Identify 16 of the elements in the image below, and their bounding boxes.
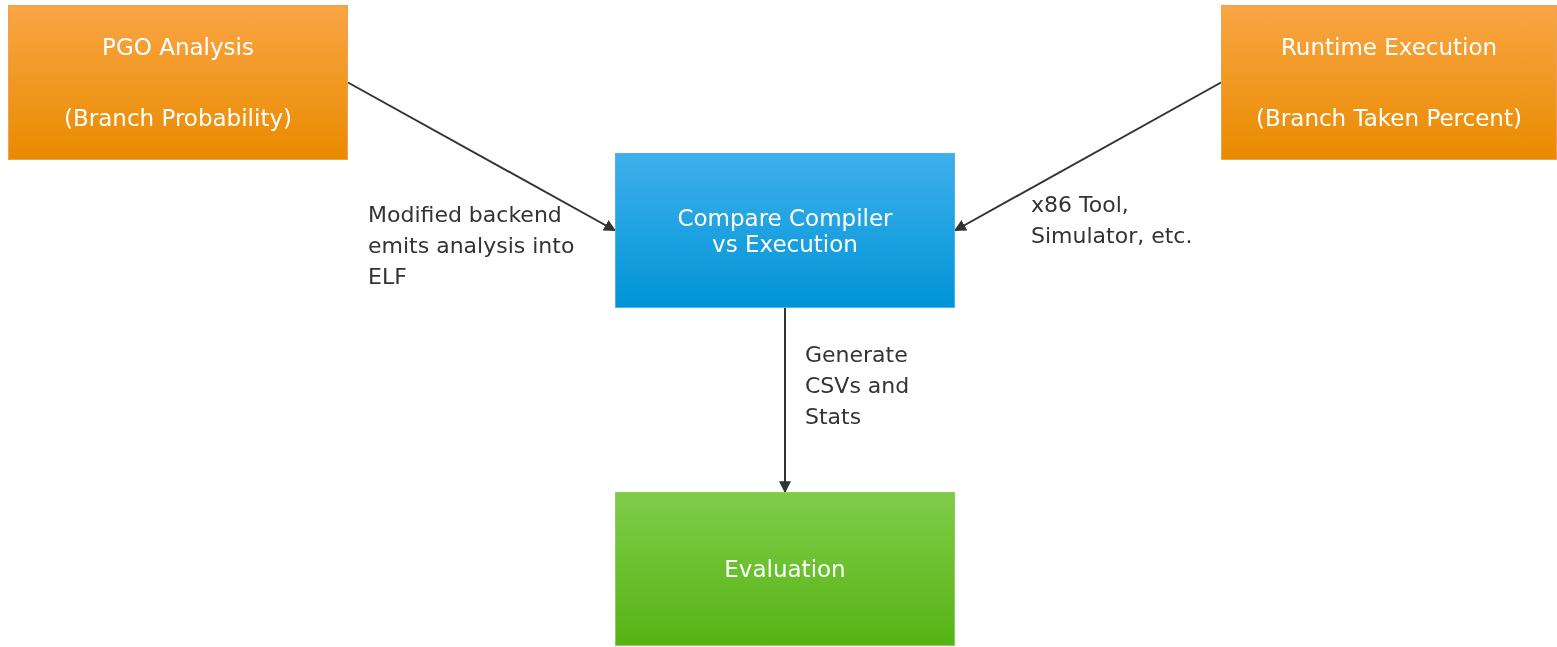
process-box [1221, 5, 1557, 160]
process-box [8, 5, 348, 160]
edge-label: x86 Tool, Simulator, etc. [1031, 191, 1194, 250]
box-text: Evaluation [724, 556, 846, 582]
box-text: Runtime Execution [1280, 34, 1498, 61]
arrow [779, 307, 791, 494]
process-box [615, 492, 955, 646]
box-text: (Branch Taken Percent) [1256, 104, 1522, 131]
edge-label: Generate CSVs and Stats [805, 341, 911, 431]
edge-label: Modified backend emits analysis into ELF [368, 201, 576, 291]
arrow [953, 81, 1222, 232]
process-box [615, 153, 955, 308]
box-text: PGO Analysis [102, 34, 254, 61]
arrow [347, 81, 617, 232]
box-text: Compare Compiler vs Execution [676, 204, 894, 257]
box-text: (Branch Probability) [64, 104, 292, 131]
